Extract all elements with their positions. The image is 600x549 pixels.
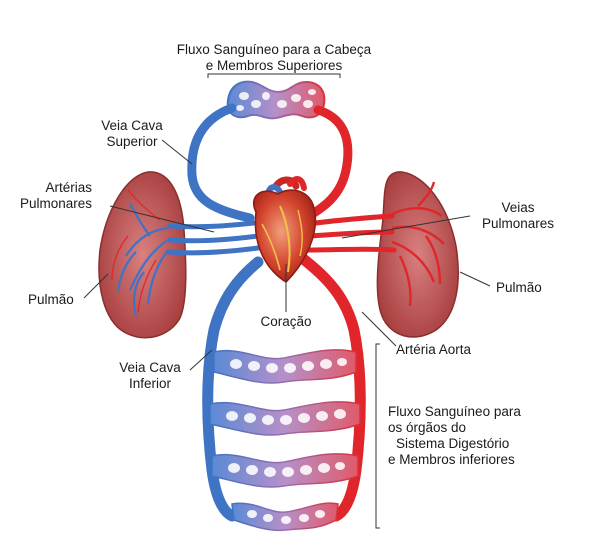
leader-lung-left <box>83 273 109 299</box>
head-flow-bracket <box>207 73 341 78</box>
label-aorta: Artéria Aorta <box>396 342 472 357</box>
label-pulmonary-arteries: Artérias Pulmonares <box>19 180 92 211</box>
heart <box>253 176 317 284</box>
pulmonary-veins <box>305 213 397 253</box>
capillary-bed-2 <box>209 401 361 436</box>
head-capillary-bed <box>226 80 326 120</box>
label-vena-cava-superior: Veia Cava Superior <box>101 118 163 149</box>
leader-aorta <box>361 311 397 347</box>
organ-capillary-beds <box>209 349 361 532</box>
superior-vena-cava <box>187 103 255 223</box>
label-lung-right: Pulmão <box>496 280 542 295</box>
capillary-bed-1 <box>213 349 357 384</box>
label-organ-flow: Fluxo Sanguíneo para os órgãos do Sistem… <box>388 404 521 467</box>
label-heart: Coração <box>260 314 312 329</box>
inferior-vena-cava <box>202 256 264 522</box>
capillary-bed-4 <box>231 502 339 532</box>
leader-vena-cava-superior <box>161 139 193 165</box>
pulmonary-arteries <box>165 219 265 256</box>
descending-aorta <box>296 252 366 522</box>
leader-lines <box>83 73 491 529</box>
left-lung <box>98 171 187 339</box>
label-pulmonary-veins: Veias Pulmonares <box>481 200 555 231</box>
leader-lung-right <box>459 271 491 287</box>
leader-pulmonary-veins <box>341 215 471 239</box>
label-lung-left: Pulmão <box>28 292 74 307</box>
leader-vena-cava-inferior <box>189 349 213 371</box>
right-lung <box>376 171 459 338</box>
capillary-bed-3 <box>211 453 359 488</box>
organ-flow-bracket <box>375 343 380 529</box>
label-vena-cava-inferior: Veia Cava Inferior <box>119 360 181 391</box>
aortic-arch-to-head <box>295 105 353 227</box>
leader-pulmonary-arteries <box>109 205 215 233</box>
label-head-flow: Fluxo Sanguíneo para a Cabeça e Membros … <box>176 42 372 73</box>
